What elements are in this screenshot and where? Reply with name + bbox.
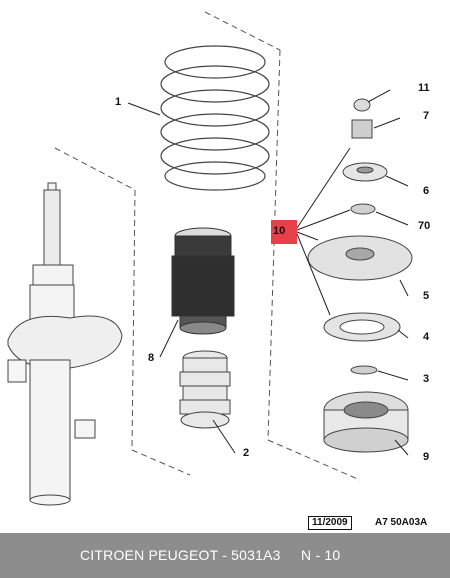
callout-3: 3 bbox=[423, 373, 430, 385]
footer-text: CITROEN PEUGEOT - 5031A3 N - 10 bbox=[80, 547, 341, 563]
callout-4: 4 bbox=[423, 331, 430, 343]
strut-assembly bbox=[7, 182, 123, 506]
callout-6: 6 bbox=[423, 185, 430, 197]
callout-9: 9 bbox=[423, 451, 430, 463]
dust-boot bbox=[171, 227, 235, 335]
callout-7: 7 bbox=[423, 110, 430, 122]
callout-10: 10 bbox=[273, 225, 286, 237]
top-mount-parts bbox=[307, 98, 413, 453]
coil-spring bbox=[160, 45, 270, 191]
exploded-view-drawing bbox=[7, 11, 413, 506]
callout-1: 1 bbox=[115, 96, 122, 108]
dashed-guides bbox=[54, 11, 361, 481]
bump-stop bbox=[179, 350, 231, 429]
highlighted-part-10: 10 bbox=[271, 220, 297, 244]
callout-5: 5 bbox=[423, 290, 430, 302]
callout-11: 11 bbox=[418, 82, 430, 94]
callout-2: 2 bbox=[243, 447, 250, 459]
footer-bar: CITROEN PEUGEOT - 5031A3 N - 10 bbox=[0, 533, 450, 578]
leader-lines bbox=[127, 89, 409, 456]
callout-70: 70 bbox=[418, 220, 431, 232]
diagram-reference: A7 50A03A bbox=[375, 517, 428, 528]
date-code: 11/2009 bbox=[308, 516, 352, 530]
callout-8: 8 bbox=[148, 352, 155, 364]
